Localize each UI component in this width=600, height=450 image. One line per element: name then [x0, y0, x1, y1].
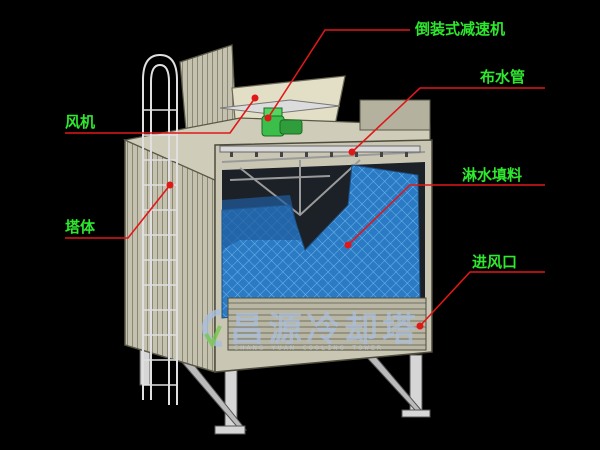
- fan-assembly: [219, 99, 341, 137]
- top-railing: [359, 99, 431, 131]
- water-pipe: [219, 145, 421, 157]
- brand-logo-icon: [202, 309, 223, 349]
- air-inlet-louver: [227, 297, 427, 351]
- leader-air-inlet: [419, 271, 545, 327]
- support-truss: [221, 151, 426, 217]
- leader-fill: [347, 184, 545, 246]
- leader-fan: [65, 97, 256, 134]
- leader-reducer: [267, 29, 410, 119]
- label-water-pipe: 布水管: [480, 68, 526, 86]
- access-ladder: [142, 53, 178, 405]
- label-air-inlet: 进风口: [472, 253, 518, 271]
- label-reducer: 倒装式减速机: [415, 20, 506, 38]
- tower-legs: [139, 339, 431, 435]
- leader-water-pipe: [351, 87, 545, 153]
- fan-stack: [179, 44, 237, 131]
- brand-watermark: 昌源冷却塔 CHANG YUAN COOLING TOWER: [190, 300, 440, 360]
- brand-subtitle: CHANG YUAN COOLING TOWER: [234, 344, 384, 352]
- leader-tower-body: [65, 184, 171, 239]
- brand-name: 昌源冷却塔: [230, 310, 420, 350]
- fill-media-back: [222, 195, 300, 250]
- label-tower-body: 塔体: [65, 218, 96, 236]
- leader-dots: [166, 94, 424, 330]
- label-fan: 风机: [65, 113, 96, 131]
- label-fill: 淋水填料: [462, 166, 523, 184]
- leader-lines: [65, 29, 545, 327]
